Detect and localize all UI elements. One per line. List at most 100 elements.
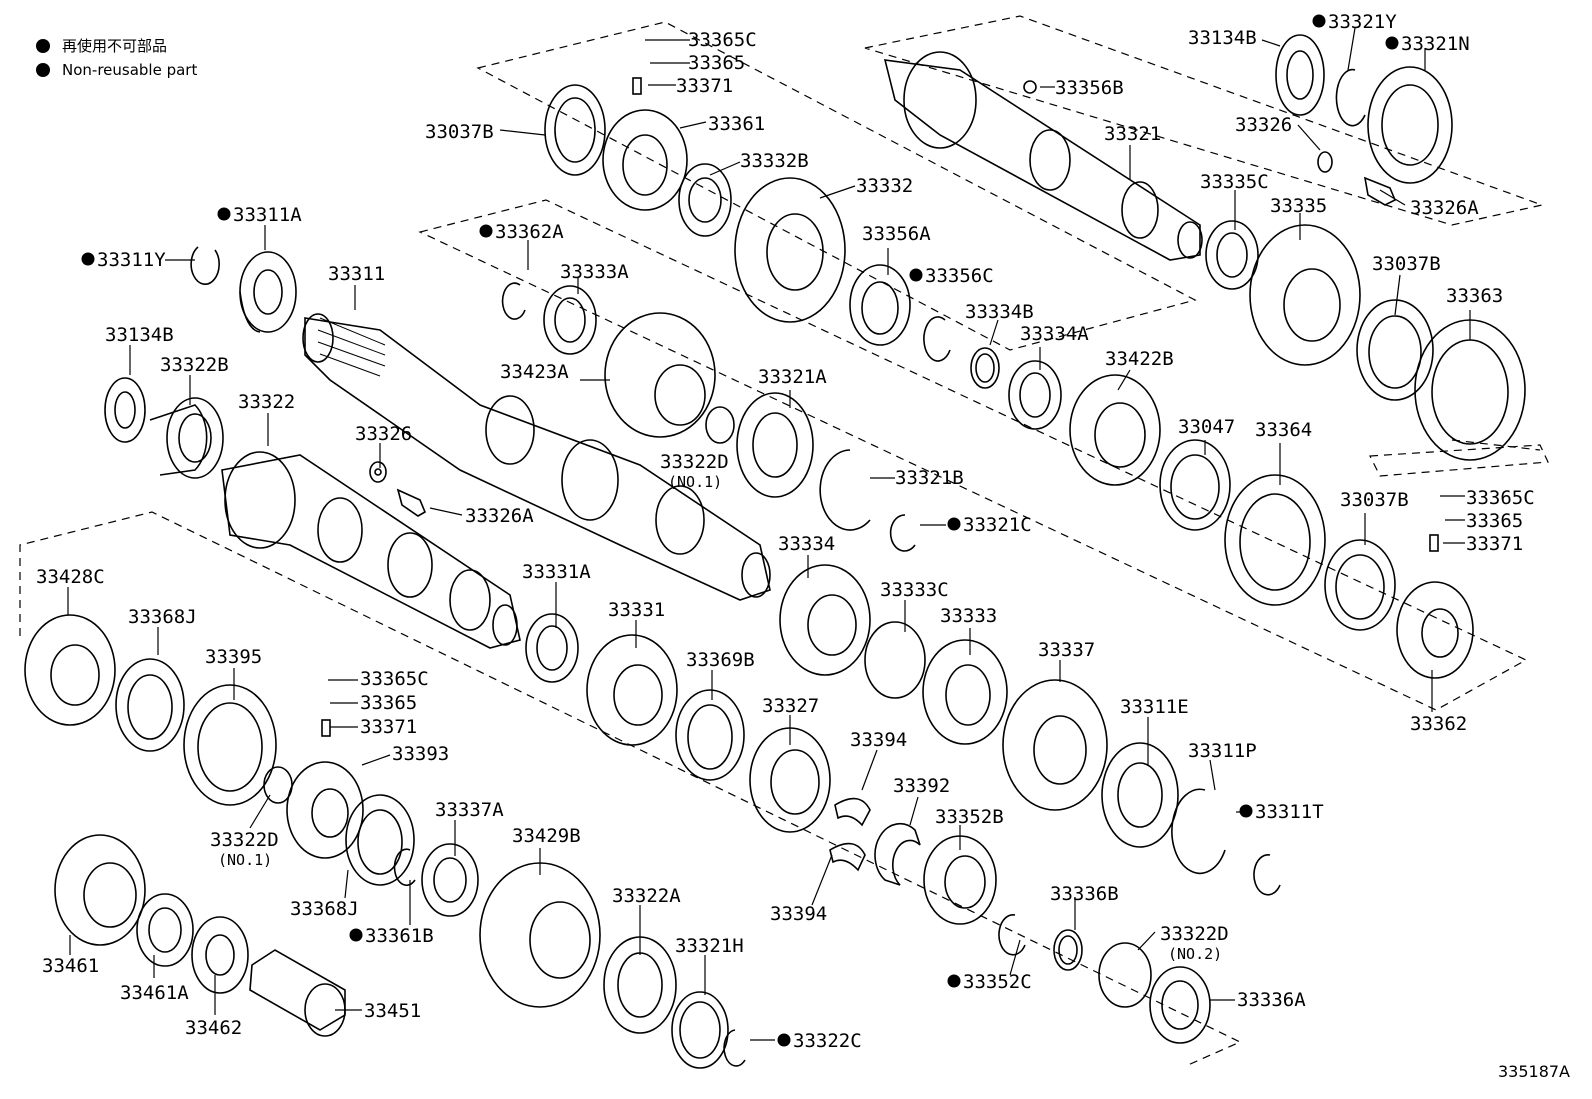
part-label: 33395 — [205, 646, 262, 668]
part-label: 33365C — [360, 668, 429, 690]
leader-lines — [67, 27, 1471, 1041]
part-33461-gear — [54, 834, 146, 946]
part-label: 33322D — [660, 451, 729, 473]
part-label: 33352C — [963, 971, 1032, 993]
part-label: 33321B — [895, 467, 964, 489]
non-reusable-dot-icon — [1385, 36, 1399, 50]
non-reusable-dot-icon — [36, 63, 50, 77]
part-label: 33331 — [608, 599, 665, 621]
part-33394-key-bottom — [829, 842, 866, 872]
part-label: 33322C — [793, 1030, 862, 1052]
part-label: 33332B — [740, 150, 809, 172]
part-label: 33321N — [1401, 33, 1470, 55]
part-label: 33134B — [105, 324, 174, 346]
part-label: 33322A — [612, 885, 681, 907]
part-33326-washer-top — [1317, 151, 1333, 173]
part-33361b-snap-ring — [393, 848, 416, 887]
part-33361-hub — [602, 109, 688, 211]
part-33331-gear — [586, 634, 678, 746]
part-label: 33361B — [365, 925, 434, 947]
part-label: 33368J — [128, 606, 197, 628]
part-33321-input-shaft — [883, 51, 1203, 261]
part-label: 33134B — [1188, 27, 1257, 49]
part-33037b-synchro-ring-top — [544, 84, 606, 176]
legend-row-ja: 再使用不可部品 — [36, 34, 197, 58]
part-label: 33311T — [1255, 801, 1324, 823]
part-33037b-synchro-ring-right — [1356, 299, 1434, 401]
part-label: 33352B — [935, 806, 1004, 828]
part-label: 33429B — [512, 825, 581, 847]
part-label: 33428C — [36, 566, 105, 588]
part-33394-key-top — [834, 797, 871, 827]
part-label: 33321H — [675, 935, 744, 957]
outline-right-edge — [1451, 439, 1541, 451]
part-label: 33361 — [708, 113, 765, 135]
part-label: 33362A — [495, 221, 564, 243]
part-label: 33356A — [862, 223, 931, 245]
part-label: 33332 — [856, 175, 913, 197]
non-reusable-dot-icon — [947, 517, 961, 531]
part-33326-washer — [369, 461, 387, 483]
part-label: 33333C — [880, 579, 949, 601]
part-label: 33321C — [963, 514, 1032, 536]
part-label: 33362 — [1410, 713, 1467, 735]
part-33337-gear — [1002, 679, 1108, 811]
part-label: 33462 — [185, 1017, 242, 1039]
part-label: 33371 — [676, 75, 733, 97]
outline-right-lower — [1369, 444, 1549, 477]
part-33428c-gear — [24, 614, 116, 726]
part-label: 33322B — [160, 354, 229, 376]
part-33322c-snap-ring — [723, 1029, 746, 1067]
part-label: 33365C — [1466, 487, 1535, 509]
part-33369b-synchro-ring — [675, 689, 745, 781]
part-33311y-snap-ring — [190, 246, 220, 285]
part-label: 33423A — [500, 361, 569, 383]
part-label: 33335C — [1200, 171, 1269, 193]
outline-top-center — [476, 21, 1197, 351]
part-33326a-bolt — [396, 488, 427, 517]
part-label: 33394 — [770, 903, 827, 925]
part-label: 33311 — [328, 263, 385, 285]
part-33334b-washer — [970, 347, 1000, 389]
part-label: 33322D — [210, 829, 279, 851]
part-label: 33331A — [522, 561, 591, 583]
outline-left-lower — [19, 511, 1242, 1066]
part-label: 33365 — [360, 692, 417, 714]
part-33322-counter-shaft — [221, 451, 521, 649]
part-33333-gear — [922, 639, 1008, 745]
part-33333c-collar — [864, 621, 926, 699]
part-label: 33322 — [238, 391, 295, 413]
part-33322d-collar-no2 — [1098, 942, 1152, 1008]
part-label: 33037B — [425, 121, 494, 143]
legend-ja-text: 再使用不可部品 — [62, 37, 168, 55]
part-label: 33334 — [778, 533, 835, 555]
part-33334a-needle-bearing — [1008, 360, 1062, 430]
part-33047-synchro-ring — [1159, 439, 1231, 531]
part-label: (NO.1) — [668, 473, 722, 491]
part-33311p-snap-ring — [1171, 788, 1226, 875]
part-33335c-needle-bearing — [1205, 220, 1259, 290]
outline-middle — [418, 199, 1528, 711]
part-label: 33394 — [850, 729, 907, 751]
part-label: 33364 — [1255, 419, 1312, 441]
part-33337a-needle-bearing — [421, 843, 479, 917]
part-33311a-bearing — [239, 251, 297, 333]
part-33322a-bearing — [603, 936, 677, 1034]
part-33331a-needle-bearing — [525, 613, 579, 683]
part-label: 33461 — [42, 955, 99, 977]
part-label: (NO.1) — [218, 851, 272, 869]
part-label: 33336A — [1237, 989, 1306, 1011]
part-label: 33334A — [1020, 323, 1089, 345]
part-label: 33037B — [1340, 489, 1409, 511]
part-label: 33321A — [758, 366, 827, 388]
part-33368j-synchro-ring-lower — [345, 794, 415, 886]
part-label: 33334B — [965, 301, 1034, 323]
part-33429b-gear — [479, 862, 601, 1008]
part-label: 33356C — [925, 265, 994, 287]
part-label: 33422B — [1105, 348, 1174, 370]
part-33333a-needle-bearing — [543, 285, 597, 355]
non-reusable-dot-icon — [36, 39, 50, 53]
part-label: 33047 — [1178, 416, 1235, 438]
